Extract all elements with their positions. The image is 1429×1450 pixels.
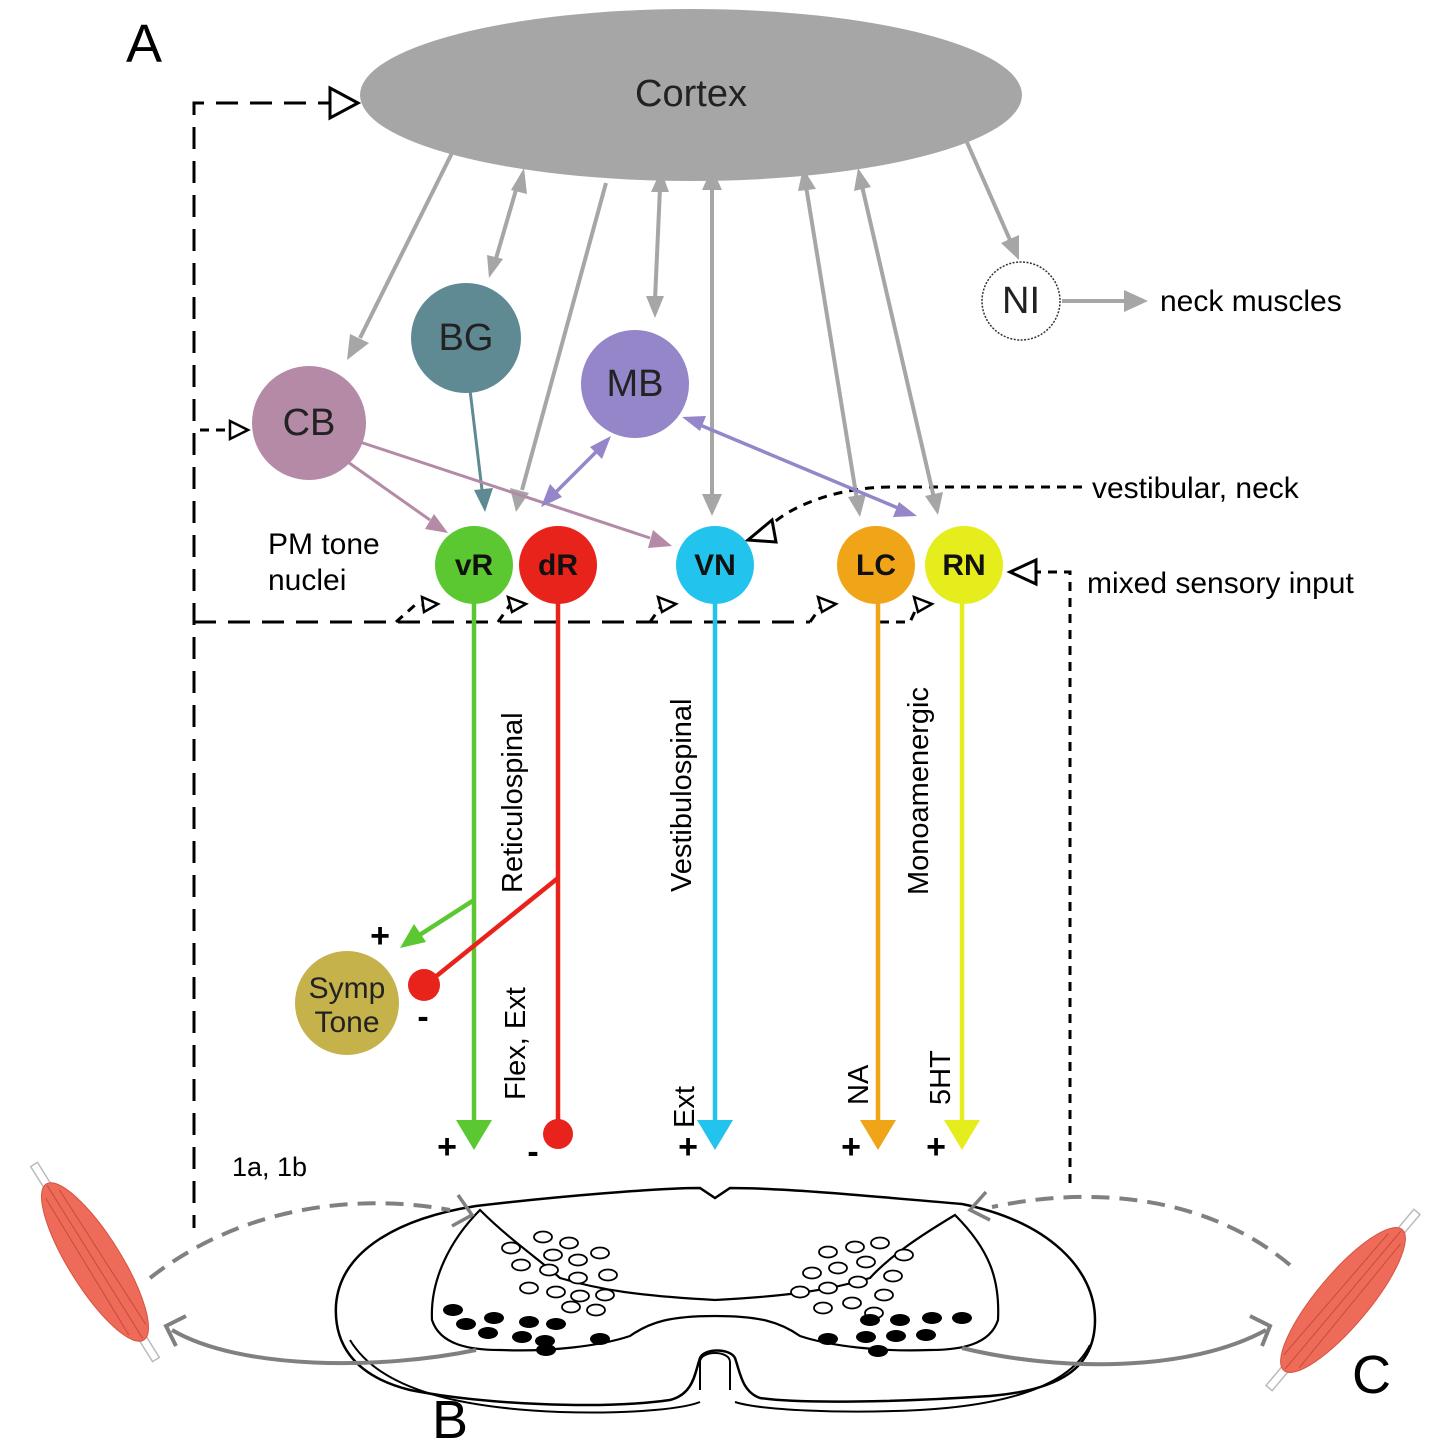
cb-input-arrowhead <box>228 418 251 442</box>
5ht-label: 5HT <box>925 1050 957 1105</box>
inhibitory-terminal-dr <box>543 1119 573 1149</box>
internuclear-projections <box>344 389 917 548</box>
ext-label: Ext <box>669 1086 701 1128</box>
vr-excitatory-sign: + <box>437 1128 457 1166</box>
vr-label: vR <box>455 549 494 582</box>
mb-label: MB <box>607 363 664 405</box>
inhibitory-terminal-symp <box>408 969 440 1001</box>
mixed-sensory-input-path <box>1006 557 1072 1185</box>
descending-tracts <box>400 600 980 1150</box>
panel-label-a: A <box>126 14 162 74</box>
cortical-projections <box>347 139 1148 517</box>
vn-excitatory-sign: + <box>678 1128 698 1166</box>
neural-integrator-node <box>981 261 1061 341</box>
vestibular-neck-label: vestibular, neck <box>1092 472 1300 505</box>
panel-label-c: C <box>1352 1345 1391 1405</box>
spinal-cord-cross-section <box>334 1186 1097 1414</box>
vestibulospinal-label: Vestibulospinal <box>666 699 698 892</box>
proprioceptive-feedback-loop <box>192 85 935 1228</box>
cerebellum-node <box>252 366 366 480</box>
muscle-right <box>1264 1208 1422 1392</box>
cortex <box>360 9 1022 181</box>
motor-efferents <box>163 1314 1273 1367</box>
monoamenergic-label: Monoamenergic <box>903 687 935 895</box>
vestibular-nuclei-node <box>676 526 754 604</box>
reticulospinal-label: Reticulospinal <box>497 712 529 893</box>
bg-label: BG <box>439 317 494 359</box>
ventral-reticular-node <box>435 526 513 604</box>
locus-coeruleus-node <box>837 526 915 604</box>
pm-tone-label-line1: PM tone <box>268 528 380 561</box>
basal-ganglia-node <box>411 283 521 393</box>
panel-label-b: B <box>432 1390 468 1450</box>
mixed-sensory-input-label: mixed sensory input <box>1087 567 1354 600</box>
midbrain-node <box>581 330 689 438</box>
dr-inhibitory-sign: - <box>527 1133 538 1171</box>
dorsal-reticular-node <box>519 526 597 604</box>
symp-inhibitory-sign: - <box>417 998 428 1036</box>
symp-excitatory-sign: + <box>370 917 390 955</box>
cortex-input-arrowhead <box>328 85 362 121</box>
rn-excitatory-sign: + <box>926 1128 946 1166</box>
lc-label: LC <box>856 549 896 582</box>
rn-label: RN <box>942 549 985 582</box>
cb-label: CB <box>283 402 336 444</box>
pm-tone-label-line2: nuclei <box>268 564 346 597</box>
flex-ext-label: Flex, Ext <box>500 987 532 1100</box>
symp-tone-label-line2: Tone <box>314 1006 379 1039</box>
neck-muscles-label: neck muscles <box>1160 285 1342 318</box>
vn-label: VN <box>694 549 736 582</box>
muscle-left <box>29 1161 161 1363</box>
ni-label: NI <box>1002 280 1040 322</box>
afferents-label: 1a, 1b <box>232 1152 307 1182</box>
symp-tone-label-line1: Symp <box>309 972 386 1005</box>
sympathetic-tone-node <box>295 951 399 1055</box>
lc-excitatory-sign: + <box>841 1128 861 1166</box>
dr-label: dR <box>538 549 578 582</box>
na-label: NA <box>843 1064 875 1105</box>
raphe-nuclei-node <box>925 526 1003 604</box>
cortex-label: Cortex <box>635 73 747 115</box>
vestibular-neck-input <box>744 485 1082 544</box>
sensory-afferents <box>148 1190 1292 1280</box>
